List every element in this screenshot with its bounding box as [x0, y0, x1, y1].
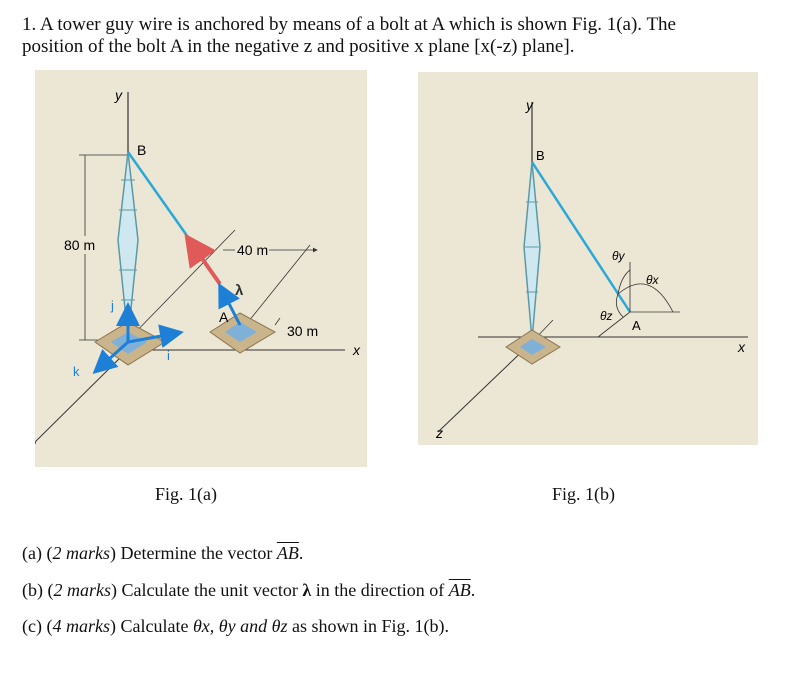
fig1a-z-label: z	[35, 437, 36, 453]
fig1a-k-label: k	[73, 364, 80, 379]
fig1a-caption: Fig. 1(a)	[155, 484, 217, 504]
fig1b-z-label: z	[435, 425, 443, 441]
question-a: (a) (2 marks) Determine the vector AB.	[22, 543, 304, 563]
fig1a-dz-label: 30 m	[287, 323, 318, 339]
fig1a-point-b-label: B	[137, 142, 146, 158]
fig1b-theta-z-label: θz	[600, 309, 613, 323]
fig1b-point-b-label: B	[536, 148, 545, 163]
fig1a-y-label: y	[114, 87, 123, 103]
fig1a-i-label: i	[167, 348, 170, 363]
fig1b-theta-x-label: θx	[646, 273, 660, 287]
problem-line-1: 1. A tower guy wire is anchored by means…	[22, 14, 676, 35]
fig1a-height-label: 80 m	[64, 237, 95, 253]
fig1a-point-a-label: A	[219, 309, 229, 325]
figure-1b-background	[418, 72, 758, 445]
fig1a-dx-label: 40 m	[237, 242, 268, 258]
figure-1b: y B θy θx θz A x z	[418, 72, 758, 445]
question-c: (c) (4 marks) Calculate θx, θy and θz as…	[22, 616, 449, 636]
fig1a-j-label: j	[110, 298, 114, 313]
fig1a-lambda-label: λ	[235, 282, 244, 299]
fig1b-x-label: x	[737, 339, 746, 355]
figure-1a: y B 80 m 40 m λ A 30 m x z i j k	[35, 70, 367, 467]
question-b: (b) (2 marks) Calculate the unit vector …	[22, 580, 476, 600]
fig1b-point-a-label: A	[632, 318, 641, 333]
fig1b-theta-y-label: θy	[612, 249, 626, 263]
problem-line-2: position of the bolt A in the negative z…	[22, 36, 575, 57]
problem-statement: 1. A tower guy wire is anchored by means…	[22, 14, 782, 58]
fig1a-x-label: x	[352, 342, 361, 358]
fig1b-caption: Fig. 1(b)	[552, 484, 615, 504]
fig1b-y-label: y	[525, 97, 534, 113]
